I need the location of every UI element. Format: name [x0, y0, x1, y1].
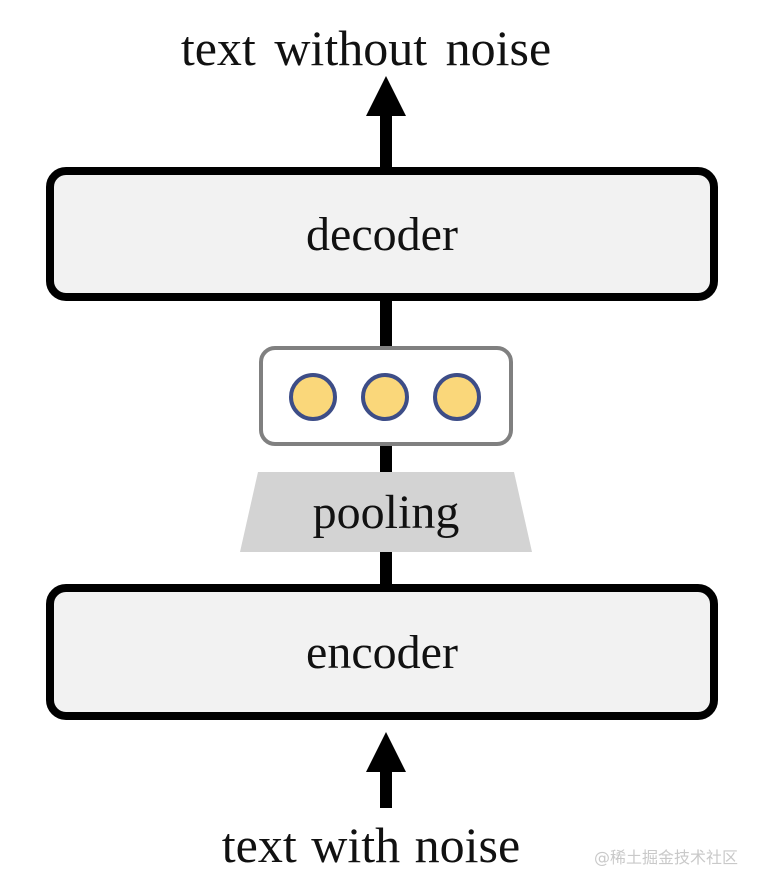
- embedding-dot: [289, 373, 337, 421]
- input-arrow-head: [366, 732, 406, 772]
- pooling-shape: [240, 472, 532, 552]
- decoder-box: decoder: [46, 167, 718, 301]
- input-label: text with noise: [221, 817, 521, 873]
- decoder-label: decoder: [306, 207, 458, 261]
- output-arrow-head: [366, 76, 406, 116]
- output-label: text without noise: [180, 20, 552, 76]
- embedding-dot: [361, 373, 409, 421]
- pooling-label: pooling: [312, 485, 460, 539]
- encoder-label: encoder: [306, 625, 458, 679]
- watermark: @稀土掘金技术社区: [593, 848, 738, 867]
- encoder-box: encoder: [46, 584, 718, 720]
- embedding-dot: [433, 373, 481, 421]
- embedding-vector: [259, 346, 513, 446]
